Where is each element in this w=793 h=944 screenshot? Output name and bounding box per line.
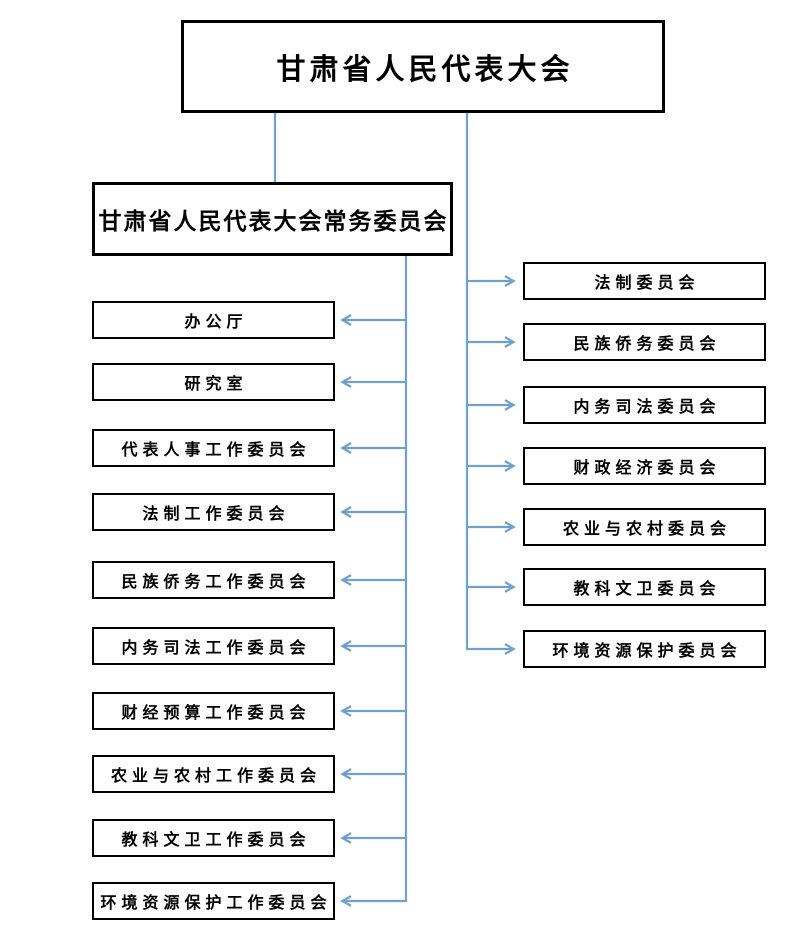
org-node-general-office: 办公厅 (92, 301, 335, 339)
org-node-legislative-work-committee: 法制工作委员会 (92, 493, 335, 531)
org-node-edu-sci-culture-health-committee: 教科文卫委员会 (523, 568, 766, 606)
org-node-legislative-committee: 法制委员会 (523, 262, 766, 300)
org-node-root: 甘肃省人民代表大会 (181, 20, 665, 113)
org-node-standing-committee: 甘肃省人民代表大会常务委员会 (92, 182, 453, 256)
org-node-finance-budget-work-committee: 财经预算工作委员会 (92, 692, 335, 730)
org-node-research-office: 研究室 (92, 363, 335, 401)
org-node-environment-resources-committee: 环境资源保护委员会 (523, 630, 766, 668)
org-node-agriculture-rural-committee: 农业与农村委员会 (523, 508, 766, 546)
connector-right-trunk (465, 113, 512, 649)
org-node-ethnic-overseas-work-committee: 民族侨务工作委员会 (92, 561, 335, 599)
connector-left-trunk (344, 256, 408, 901)
org-node-ethnic-overseas-committee: 民族侨务委员会 (523, 323, 766, 361)
org-node-delegate-personnel-work-committee: 代表人事工作委员会 (92, 429, 335, 467)
org-node-environment-resources-work-committee: 环境资源保护工作委员会 (92, 882, 335, 920)
org-node-internal-judicial-work-committee: 内务司法工作委员会 (92, 627, 335, 665)
org-node-finance-economy-committee: 财政经济委员会 (523, 447, 766, 485)
org-node-edu-sci-culture-health-work-committee: 教科文卫工作委员会 (92, 819, 335, 857)
org-node-internal-judicial-committee: 内务司法委员会 (523, 386, 766, 424)
org-node-agriculture-rural-work-committee: 农业与农村工作委员会 (92, 755, 335, 793)
